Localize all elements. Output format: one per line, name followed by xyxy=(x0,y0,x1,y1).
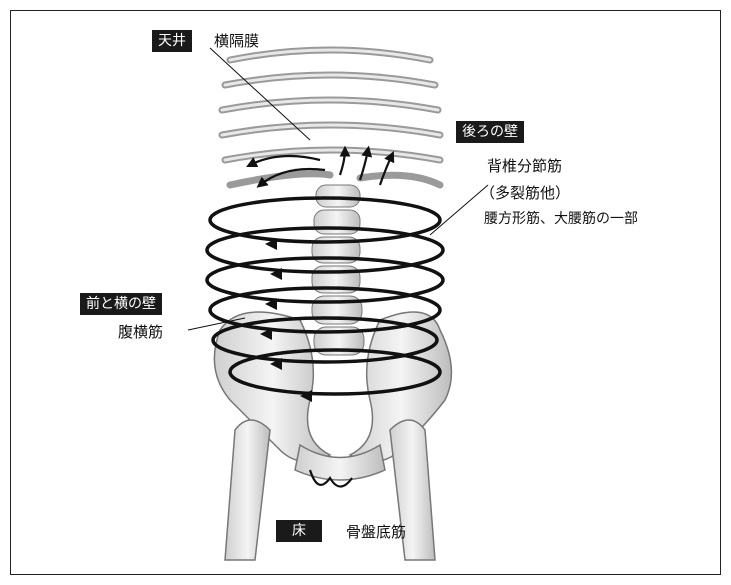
back-muscle-line1: 背椎分節筋 xyxy=(487,155,562,176)
pelvic-floor-label: 骨盤底筋 xyxy=(346,521,406,542)
transverse-abdominis-label: 腹横筋 xyxy=(118,321,163,342)
back-muscle-line2: （多裂筋他） xyxy=(480,182,570,203)
ribcage xyxy=(222,50,440,185)
ceiling-tag: 天井 xyxy=(152,30,192,52)
front-side-wall-tag: 前と横の壁 xyxy=(80,293,162,315)
back-wall-tag: 後ろの壁 xyxy=(456,121,524,143)
back-muscle-line3: 腰方形筋、大腰筋の一部 xyxy=(484,208,638,228)
floor-tag: 床 xyxy=(276,520,322,542)
diaphragm-label: 横隔膜 xyxy=(214,30,259,51)
